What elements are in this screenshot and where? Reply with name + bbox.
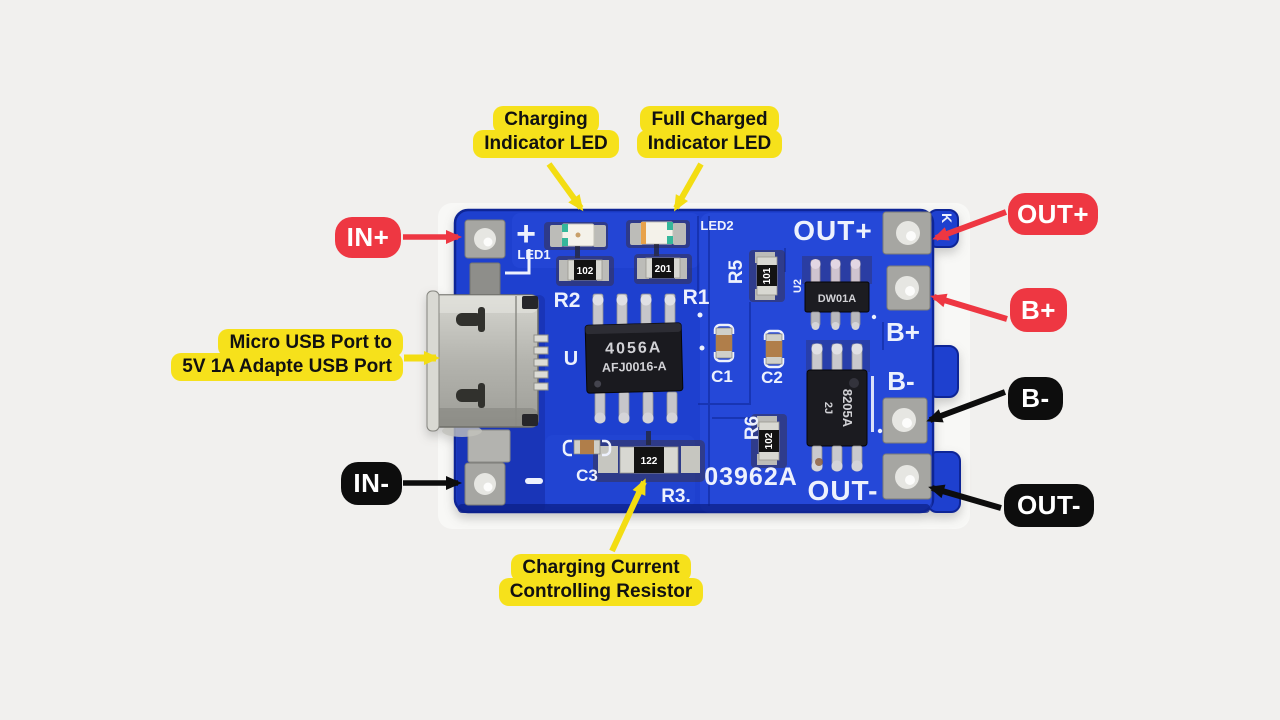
usb-anchor-pad-top — [469, 262, 501, 300]
full-charged-led2 — [626, 220, 690, 256]
silkscreen-r1: R1 — [683, 286, 710, 309]
pad-in-minus — [464, 462, 506, 506]
silkscreen-minus — [525, 478, 543, 484]
silkscreen-c3: C3 — [576, 466, 598, 485]
silkscreen-out-plus: OUT+ — [793, 215, 872, 246]
r3-value: 122 — [641, 456, 658, 467]
usb-anchor-pad-bottom — [467, 429, 511, 463]
charging-led1 — [544, 222, 608, 258]
main-ic-4056a: 4056A AFJ0016-A — [584, 293, 684, 424]
silkscreen-r5: R5 — [726, 259, 747, 284]
label-micro-usb-port: Micro USB Port to 5V 1A Adapte USB Port — [171, 329, 403, 381]
silkscreen-led2: LED2 — [700, 218, 733, 233]
main-ic-marking-line1: 4056A — [605, 339, 663, 357]
pad-b-plus — [886, 265, 931, 311]
silkscreen-plus: + — [516, 215, 536, 253]
r1-value: 201 — [655, 264, 672, 275]
label-line: Micro USB Port to — [218, 329, 403, 357]
r2-value: 102 — [577, 266, 594, 277]
label-line: Indicator LED — [473, 130, 619, 158]
silkscreen-b-plus: B+ — [886, 317, 920, 347]
label-b-plus: B+ — [1010, 288, 1067, 332]
r5-value: 101 — [762, 267, 773, 284]
mosfet-ic-marking-line2: 2J — [822, 402, 834, 414]
protection-ic-marking: DW01A — [818, 293, 857, 305]
label-full-charged-indicator-led: Full Charged Indicator LED — [636, 106, 783, 158]
label-b-minus: B- — [1008, 377, 1063, 420]
usb-shell-keyholes — [456, 307, 485, 408]
silkscreen-part-number: 03962A — [704, 463, 798, 491]
silkscreen-r3: R3. — [661, 486, 691, 507]
pad-out-plus — [882, 211, 932, 255]
capacitor-c1 — [713, 323, 735, 363]
label-line: Indicator LED — [636, 130, 783, 158]
mosfet-ic-8205a: 8205A 2J — [806, 340, 874, 472]
label-line: Charging — [493, 106, 599, 134]
protection-ic-dw01a: DW01A — [802, 256, 872, 330]
silkscreen-c1: C1 — [711, 367, 733, 386]
silkscreen-r6: R6 — [742, 416, 763, 440]
label-out-minus: OUT- — [1004, 484, 1094, 527]
silkscreen-u1: U — [564, 348, 578, 370]
capacitor-c3 — [562, 439, 612, 457]
resistor-r5: 101 — [749, 250, 785, 302]
pad-b-minus — [882, 397, 928, 444]
r6-value: 102 — [764, 432, 775, 449]
pcb-board: 102 201 101 102 1 — [426, 208, 961, 514]
pad-out-minus — [882, 453, 932, 500]
resistor-r2: 102 — [556, 256, 614, 286]
label-out-plus: OUT+ — [1008, 193, 1098, 235]
usb-solder-pins — [533, 334, 549, 391]
label-line: Controlling Resistor — [498, 578, 704, 606]
resistor-r1: 201 — [634, 254, 692, 284]
usb-port — [426, 290, 549, 437]
silkscreen-out-minus: OUT- — [808, 475, 879, 506]
label-charging-current-resistor: Charging Current Controlling Resistor — [498, 554, 704, 606]
label-charging-indicator-led: Charging Indicator LED — [473, 106, 619, 158]
resistor-r3-charge-current: 122 — [593, 431, 705, 482]
label-line: Charging Current — [511, 554, 691, 582]
capacitor-c2 — [763, 329, 785, 369]
silkscreen-r2: R2 — [554, 289, 581, 312]
silkscreen-b-minus: B- — [887, 366, 914, 396]
solder-pads — [464, 211, 932, 506]
mosfet-ic-marking-line1: 8205A — [840, 389, 855, 428]
resistor-r6: 102 — [751, 414, 787, 468]
silkscreen-k: K — [939, 213, 955, 223]
main-ic-marking-line2: AFJ0016-A — [602, 359, 667, 375]
label-in-minus: IN- — [341, 462, 402, 505]
label-line: 5V 1A Adapte USB Port — [171, 353, 403, 381]
label-in-plus: IN+ — [335, 217, 401, 258]
pad-in-plus — [464, 219, 506, 259]
silkscreen-led1: LED1 — [517, 247, 550, 262]
silkscreen-c2: C2 — [761, 368, 783, 387]
silkscreen-layer: + LED1 LED2 R2 R1 OUT+ K R5 U2 B+ B- U C… — [505, 213, 955, 507]
silkscreen-u2: U2 — [792, 279, 804, 293]
copper-traces — [697, 216, 884, 506]
label-line: Full Charged — [640, 106, 779, 134]
